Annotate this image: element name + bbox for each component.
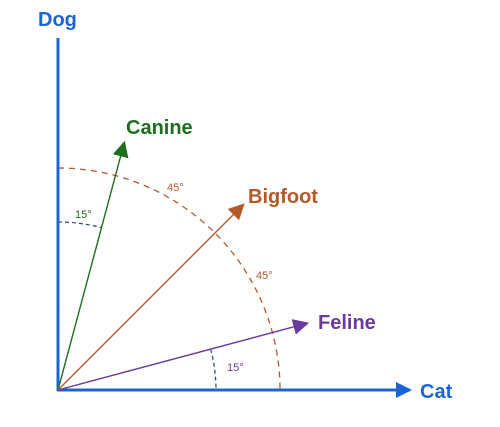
outer-dashed-arc [57,167,281,391]
canine-angle-marker [57,221,102,229]
upper-arc-angle-label: 45° [167,182,184,194]
canine-label: Canine [126,117,193,139]
dog-axis-label: Dog [38,9,77,31]
feline-label: Feline [318,312,376,334]
lower-arc-angle-label: 45° [256,270,273,282]
canine-angle-label: 15° [75,209,92,221]
bigfoot-vector [57,203,245,391]
cat-axis-label: Cat [420,381,453,403]
feline-vector [57,319,310,391]
feline-angle-marker [210,348,217,391]
feline-angle-label: 15° [227,362,244,374]
canine-vector [57,140,129,391]
bigfoot-label: Bigfoot [248,186,318,208]
